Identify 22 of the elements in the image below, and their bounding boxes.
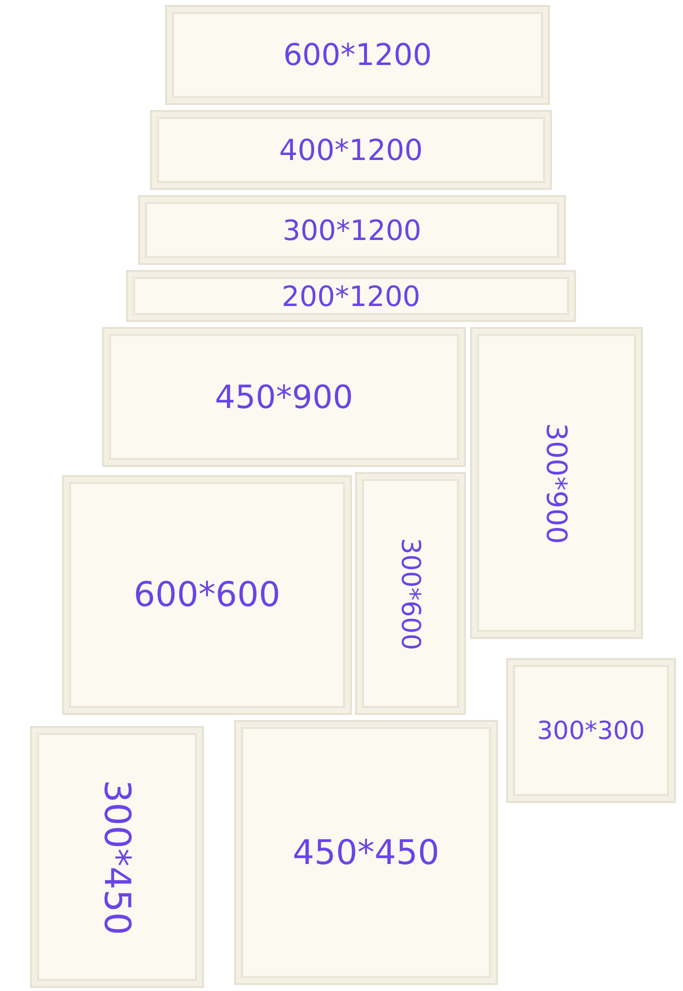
size-label: 400*1200 (279, 133, 423, 167)
size-label: 600*1200 (283, 38, 432, 72)
size-label: 450*900 (214, 378, 354, 416)
size-label: 600*600 (134, 575, 280, 615)
light-panel (470, 327, 643, 639)
light-panel (102, 327, 466, 467)
light-panel (126, 270, 576, 322)
light-panel (30, 726, 204, 988)
size-label: 300*900 (540, 422, 573, 544)
size-label: 450*450 (292, 832, 440, 872)
light-panel (234, 720, 498, 985)
size-label: 300*600 (396, 537, 426, 650)
light-panel (150, 110, 552, 190)
size-label: 300*450 (96, 779, 138, 935)
light-panel (138, 195, 566, 265)
light-panel (355, 472, 466, 715)
light-panel (62, 475, 352, 715)
size-label: 200*1200 (282, 280, 420, 312)
size-label: 300*300 (537, 716, 645, 745)
light-panel (165, 5, 550, 105)
size-label: 300*1200 (282, 214, 422, 246)
light-panel (506, 658, 676, 803)
